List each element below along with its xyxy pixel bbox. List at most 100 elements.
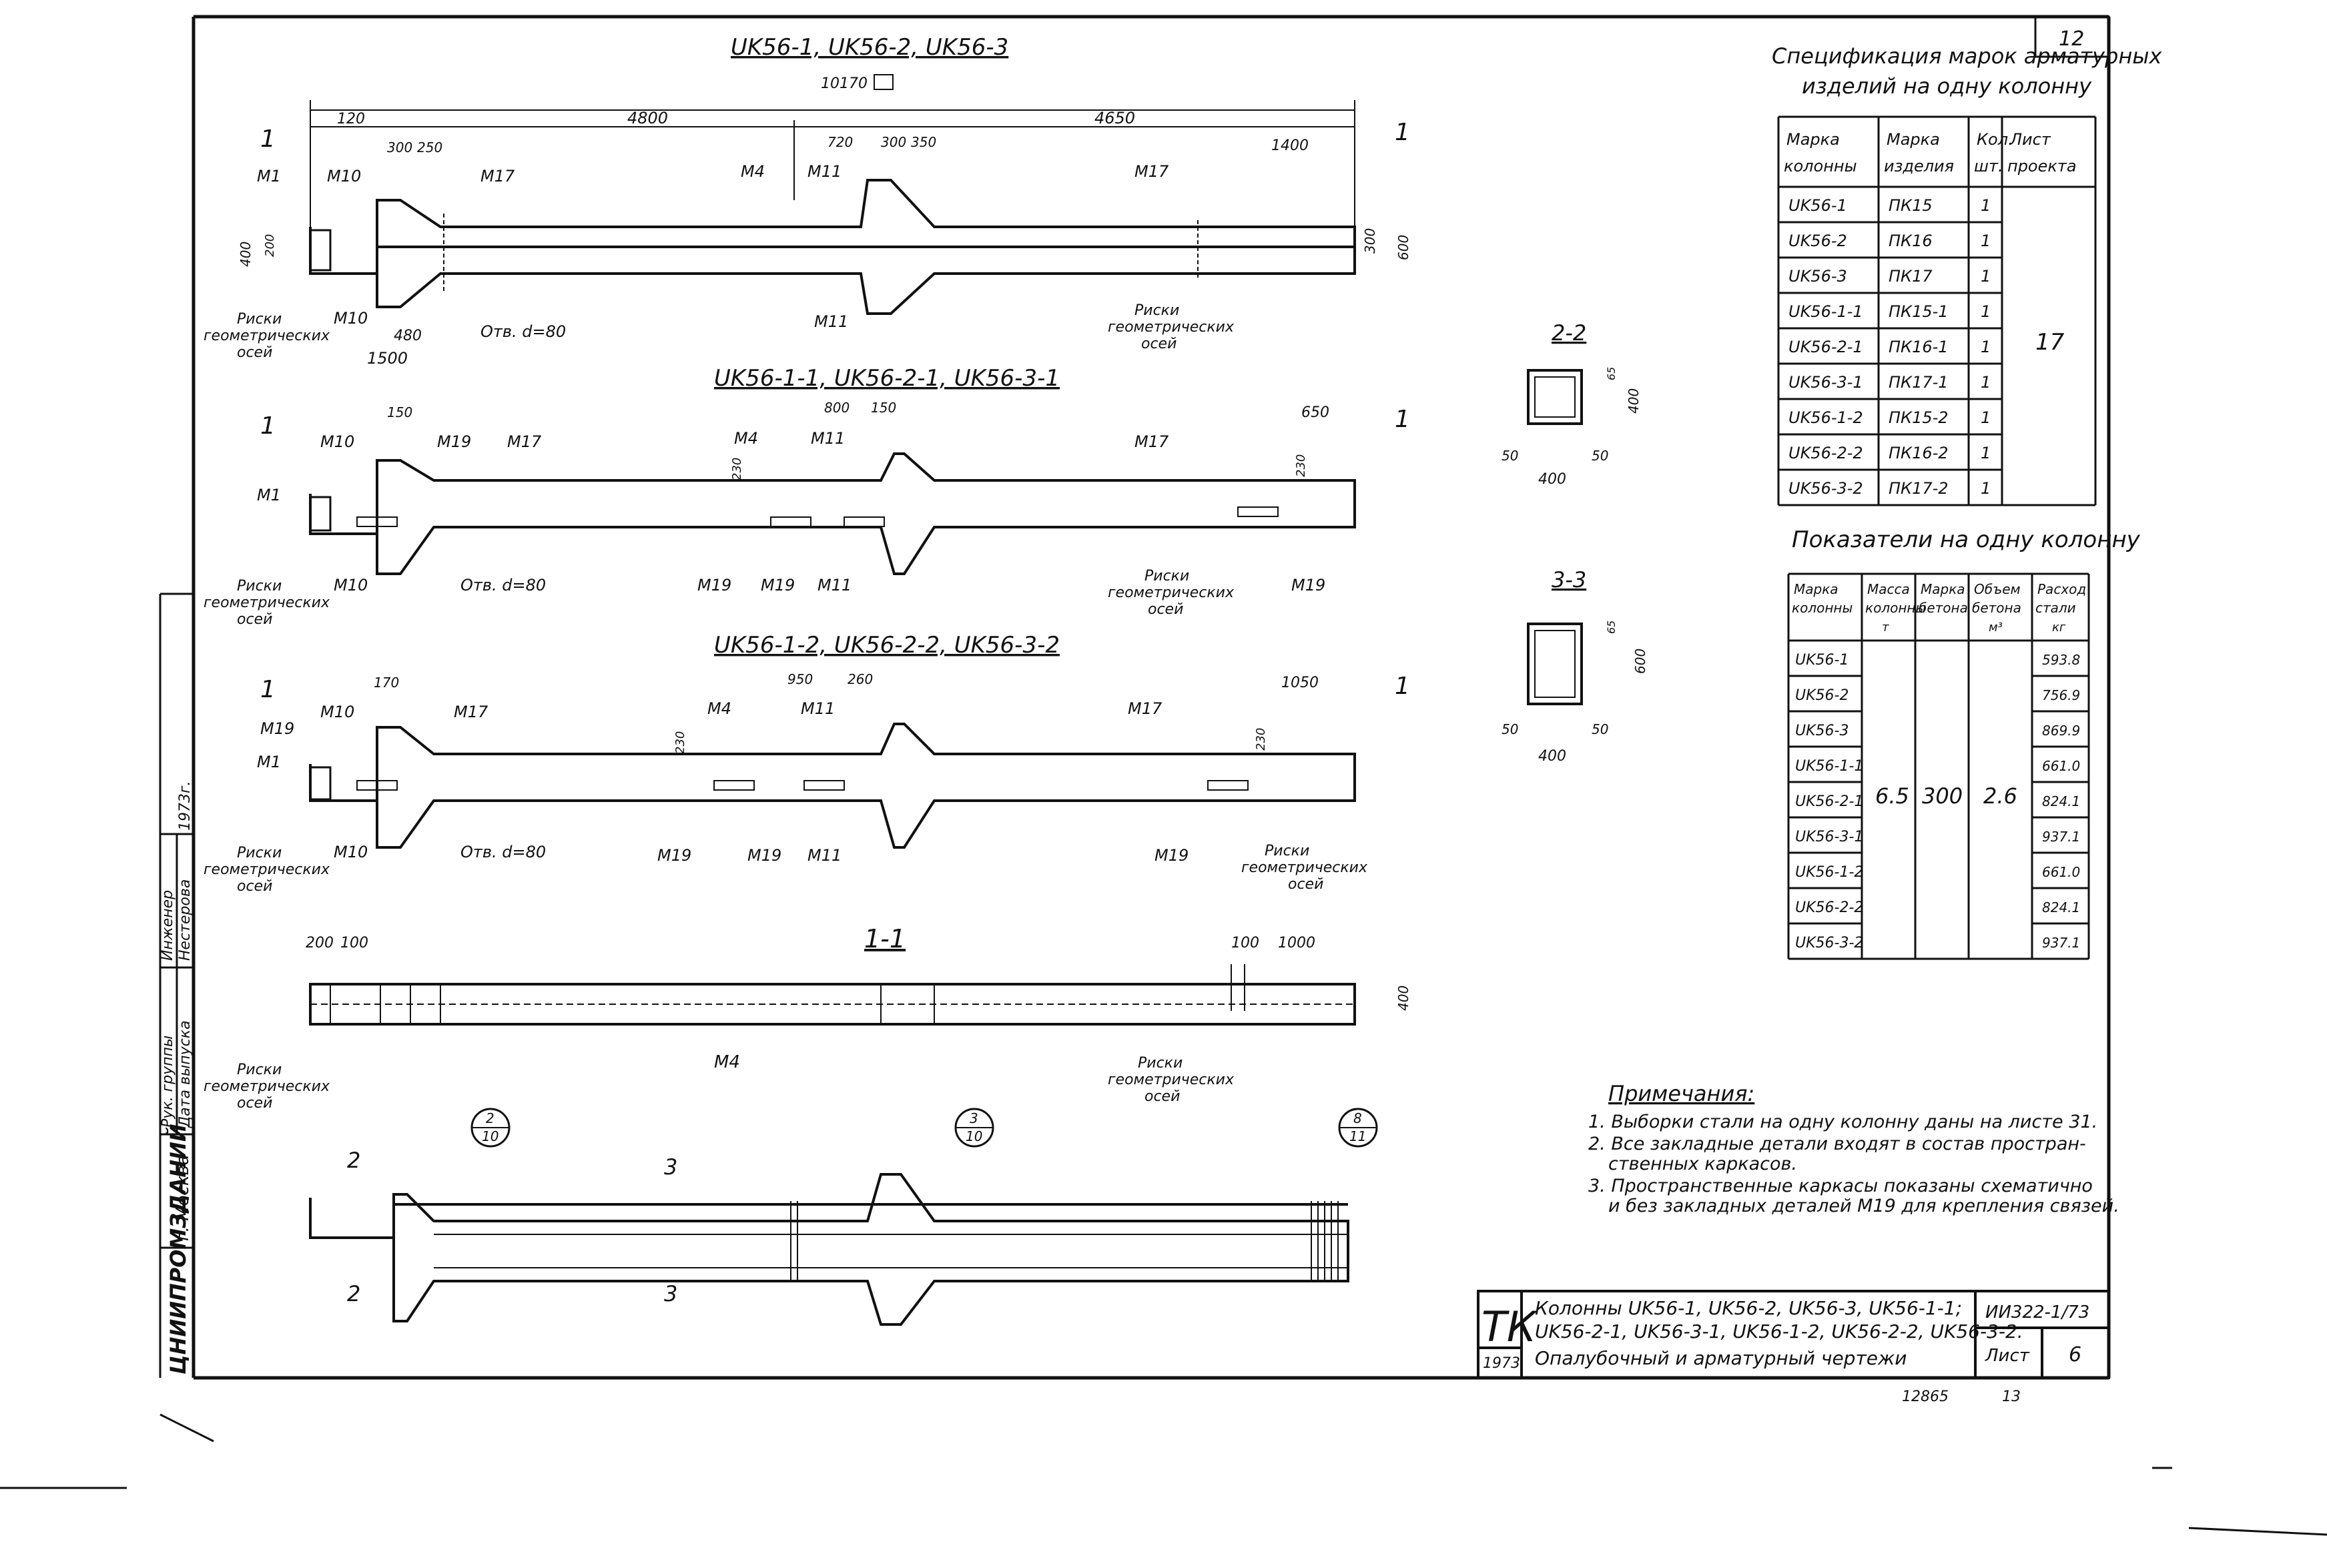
sec2-dim-400v: 400 [1626, 388, 1642, 414]
riski-2a: Риски [237, 578, 282, 595]
spec-row-1-item: ПК16 [1889, 232, 1933, 250]
riski-2d: Риски [1144, 568, 1189, 584]
ind-row-3-col: UK56-1-1 [1795, 758, 1863, 775]
label2-m4: M4 [734, 429, 758, 448]
sec3-dim-65: 65 [1605, 621, 1618, 634]
spec-row-1-qty: 1 [1981, 232, 1991, 250]
dim-400: 400 [238, 242, 254, 267]
dim-1500: 1500 [367, 349, 408, 368]
riski-3b: геометрических [204, 861, 330, 878]
title-block: ТК 1973 Колонны UK56-1, UK56-2, UK56-3, … [1477, 1290, 2110, 1405]
spec-row-4-col: UK56-2-1 [1788, 338, 1863, 356]
column-3-outline [309, 723, 1356, 849]
label2-m17b: M17 [1134, 432, 1169, 451]
dim-230b: 230 [1294, 454, 1308, 477]
sec-2-left: 1 [260, 412, 276, 440]
riski-3a: Риски [237, 845, 282, 861]
spec-row-0-col: UK56-1 [1788, 196, 1847, 215]
ind-header-3-a: Объем [1974, 581, 2021, 597]
sec-2-2-title: 2-2 [1552, 320, 1586, 346]
tb-line-1: Колонны UK56-1, UK56-2, UK56-3, UK56-1-1… [1535, 1297, 1962, 1319]
callout-3-top: 3 [970, 1110, 978, 1126]
dim4-400: 400 [1395, 986, 1411, 1011]
spec-table: Спецификация марок арматурных изделий на… [1772, 15, 2163, 506]
label-m1: M1 [257, 167, 281, 185]
spec-row-7-col: UK56-2-2 [1788, 444, 1863, 462]
cut-3-top: 3 [664, 1154, 677, 1180]
ref-box [874, 74, 894, 90]
tb-year: 1973 [1483, 1355, 1520, 1372]
note-2a: 2. Все закладные детали входят в состав … [1588, 1134, 2086, 1154]
riski-4c: осей [237, 1095, 272, 1112]
view-4-title: 1-1 [864, 924, 906, 953]
dim-170: 170 [374, 675, 399, 691]
riski-3d: Риски [1265, 843, 1309, 859]
label3-m19c: M19 [747, 846, 781, 865]
ind-header-1-c: т [1882, 621, 1889, 635]
label2-m19b: M19 [697, 576, 731, 595]
dim-300b: 300 [881, 134, 906, 150]
ind-header-0-a: Марка [1794, 581, 1839, 597]
label3-m11: M11 [801, 699, 835, 718]
ind-header-2-b: бетона [1919, 600, 1968, 616]
spec-row-8-col: UK56-3-2 [1788, 479, 1863, 498]
dim-600: 600 [1395, 235, 1411, 260]
dim-300c: 300 [1362, 228, 1378, 254]
dim-150: 150 [387, 404, 412, 420]
ind-volume: 2.6 [1983, 783, 2017, 809]
spec-header-0-a: Марка [1786, 130, 1840, 149]
spec-row-7-qty: 1 [1981, 444, 1991, 462]
ind-row-0-steel: 593.8 [2042, 652, 2080, 668]
ind-header-3-b: бетона [1972, 600, 2021, 616]
tb-bottom-right: 13 [2002, 1389, 2021, 1405]
label4-m4: M4 [714, 1052, 740, 1072]
callout-2-top: 2 [486, 1110, 494, 1126]
dim-480: 480 [394, 328, 422, 344]
riski-4a: Риски [237, 1062, 282, 1078]
stamp-role-1: Рук. группы [159, 1036, 176, 1128]
view-3-title: UK56-1-2, UK56-2-2, UK56-3-2 [714, 632, 1060, 659]
spec-row-2-qty: 1 [1981, 267, 1991, 286]
stamp-role-3: Дата выпуска [177, 1020, 194, 1128]
label2-m11: M11 [811, 429, 845, 448]
sec-2-right: 1 [1395, 406, 1410, 433]
spec-row-3-item: ПК15-1 [1889, 302, 1949, 321]
label-m11b: M11 [814, 312, 848, 331]
note-1: 1. Выборки стали на одну колонну даны на… [1588, 1112, 2097, 1132]
spec-row-3-qty: 1 [1981, 302, 1991, 321]
spec-row-5-col: UK56-3-1 [1788, 373, 1863, 392]
ind-concrete: 300 [1922, 783, 1963, 809]
label3-m10b: M10 [334, 843, 368, 861]
dim-720: 720 [827, 134, 853, 150]
callout-8-bot: 11 [1349, 1128, 1366, 1144]
label-m17: M17 [480, 167, 515, 185]
ind-header-4-a: Расход [2037, 581, 2086, 597]
label3-m19: M19 [260, 719, 294, 738]
dim-200: 200 [263, 234, 277, 257]
view-1-title: UK56-1, UK56-2, UK56-3 [731, 34, 1008, 61]
dim-1050: 1050 [1281, 675, 1319, 691]
dim-230: 230 [730, 458, 744, 480]
label3-otv: Отв. d=80 [460, 843, 546, 861]
ind-row-1-col: UK56-2 [1795, 687, 1849, 704]
view-1: UK56-1, UK56-2, UK56-3 10170 120 4800 46… [204, 34, 1411, 368]
spec-header-2-b: шт. [1974, 157, 2003, 175]
sec3-dim-50b: 50 [1592, 721, 1608, 737]
label2-m17: M17 [507, 432, 542, 451]
spec-row-2-col: UK56-3 [1788, 267, 1847, 286]
sec3-dim-600v: 600 [1632, 649, 1648, 674]
side-stamp: ЦНИИПРОМЗДАНИЙ г. Москва Рук. группы Инж… [159, 593, 194, 1378]
ind-header-4-c: кг [2052, 621, 2066, 635]
note-2b: ственных каркасов. [1608, 1154, 1797, 1174]
ind-header-0-b: колонны [1792, 600, 1853, 616]
label2-m19d: M19 [1291, 576, 1325, 595]
label-m10b: M10 [334, 309, 368, 328]
label2-otv: Отв. d=80 [460, 576, 546, 595]
sec3-dim-50a: 50 [1502, 721, 1518, 737]
label3-m17b: M17 [1128, 699, 1162, 718]
tb-sheet-label: Лист [1985, 1346, 2030, 1366]
riski-1a: Риски [237, 311, 282, 328]
tb-line-3: Опалубочный и арматурный чертежи [1535, 1347, 1907, 1369]
tb-sheet-no: 6 [2069, 1343, 2081, 1366]
